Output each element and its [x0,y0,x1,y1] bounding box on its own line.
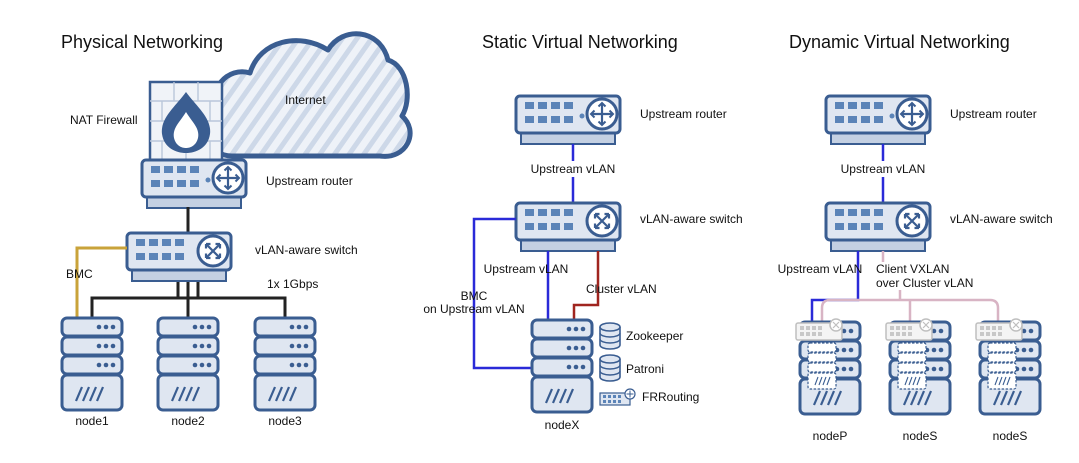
dynamic-node-s1 [885,318,952,416]
dynamic-upstream-vlan-top-label: Upstream vLAN [841,162,926,176]
server-icon [60,316,124,412]
node-label-nodes-1: nodeS [903,429,938,443]
node-label-nodep: nodeP [813,429,848,443]
static-bmc-link [472,217,532,370]
static-bmc-label-line2: on Upstream vLAN [423,302,524,316]
physical-switch-label: vLAN-aware switch [255,243,358,257]
database-icon [599,322,621,350]
firewall-icon [148,80,224,162]
vm-stack-icon [987,342,1017,390]
service-label-zookeeper: Zookeeper [626,329,683,343]
physical-networking-title: Physical Networking [61,32,223,52]
dynamic-upstream-vlan-mid-label: Upstream vLAN [778,262,863,276]
server-icon [530,318,594,414]
dynamic-node-s2 [975,318,1042,416]
database-icon [599,354,621,382]
bmc-label: BMC [66,267,93,281]
router-icon [514,94,622,146]
dynamic-router-label: Upstream router [950,107,1037,121]
switch-icon [824,201,932,253]
static-cluster-vlan-label: Cluster vLAN [586,282,657,296]
dynamic-node-p [795,318,862,416]
vxlan-label-line1: Client VXLAN [876,262,949,276]
node-label-node3: node3 [268,414,302,428]
dynamic-switch-label: vLAN-aware switch [950,212,1053,226]
server-icon [156,316,220,412]
link-speed-label: 1x 1Gbps [267,277,318,291]
internet-label: Internet [285,93,326,107]
router-icon [824,94,932,146]
static-router-label: Upstream router [640,107,727,121]
static-networking-title: Static Virtual Networking [482,32,678,52]
static-bmc-label-line1: BMC [461,289,488,303]
router-icon [140,158,248,210]
vm-stack-icon [807,342,837,390]
node-label-nodes-2: nodeS [993,429,1028,443]
physical-router-label: Upstream router [266,174,353,188]
static-upstream-vlan-mid-label: Upstream vLAN [484,262,569,276]
node-label-node2: node2 [171,414,205,428]
nat-firewall-label: NAT Firewall [70,113,138,127]
service-label-patroni: Patroni [626,362,664,376]
static-switch-label: vLAN-aware switch [640,212,743,226]
vxlan-label-line2: over Cluster vLAN [876,276,973,290]
router-card-icon [599,388,636,406]
node-label-node1: node1 [75,414,109,428]
server-icon [253,316,317,412]
node3-link [176,282,287,318]
static-cluster-vlan-link [572,251,600,320]
vm-stack-icon [897,342,927,390]
static-upstream-vlan-top-label: Upstream vLAN [531,162,616,176]
bmc-link [75,246,127,318]
node1-link [90,282,200,318]
switch-icon [125,231,233,283]
node-label-nodex: nodeX [545,418,580,432]
switch-icon [514,201,622,253]
dynamic-networking-title: Dynamic Virtual Networking [789,32,1010,52]
service-label-frrouting: FRRouting [642,390,699,404]
